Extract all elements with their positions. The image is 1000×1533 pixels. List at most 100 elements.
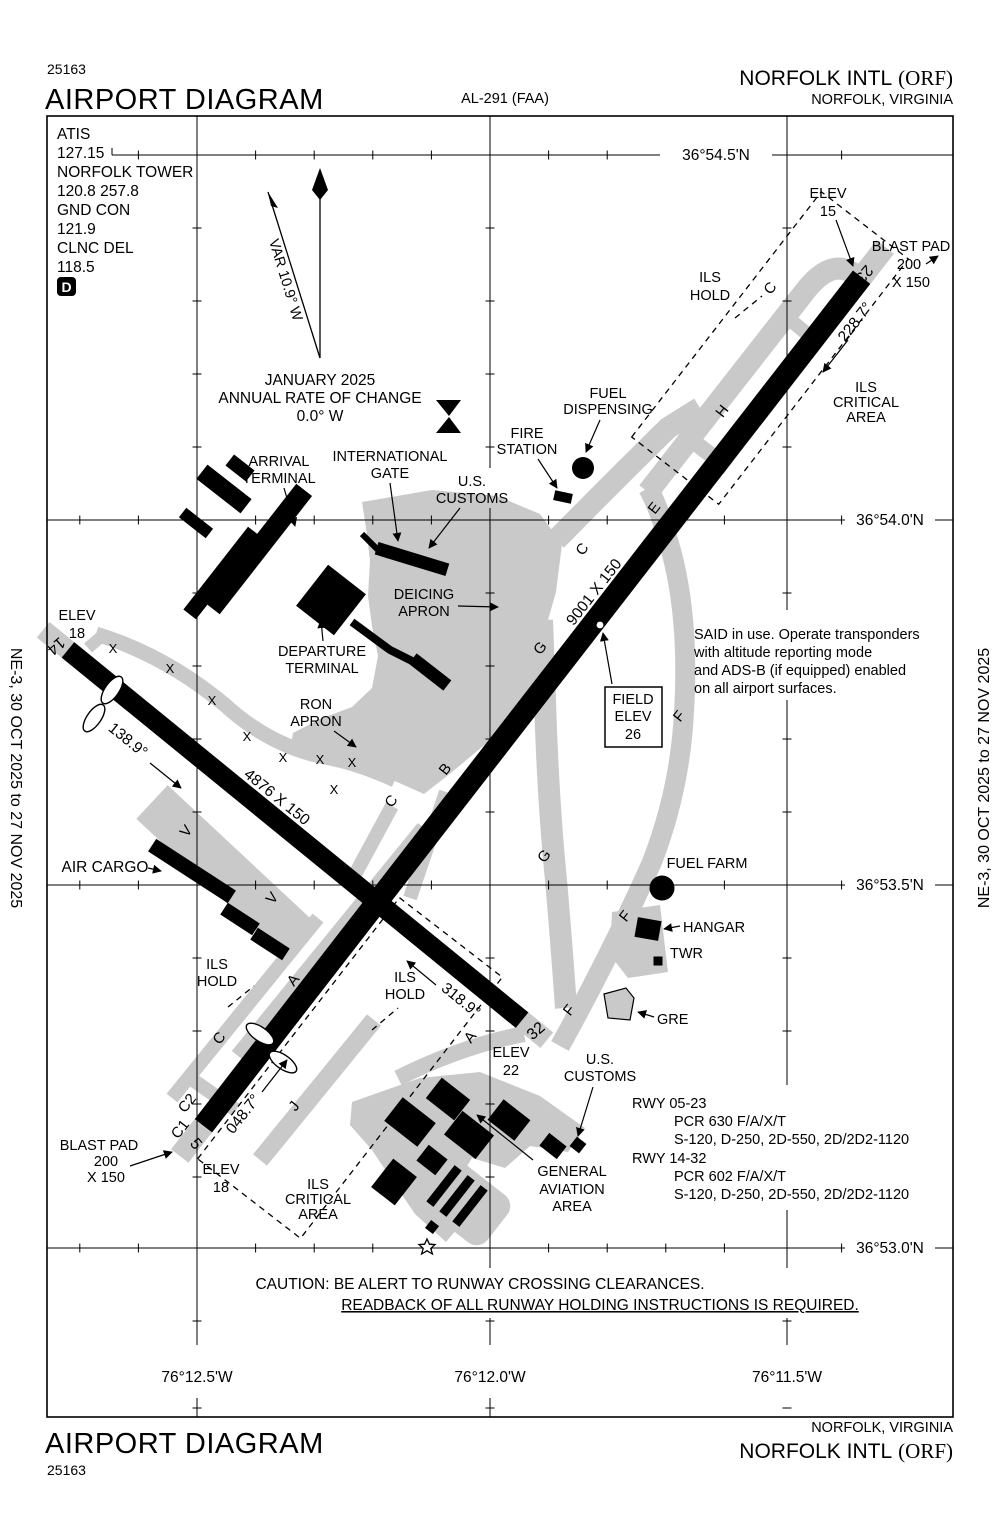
arrival-terminal-building [178,507,214,539]
twr-label: TWR [670,946,703,962]
taxiway-letter: C [760,279,780,298]
elev-23-label: ELEV [809,186,846,202]
runway-data-rwy1-strength: S-120, D-250, 2D-550, 2D/2D2-1120 [674,1132,909,1148]
general-aviation-leader [476,1114,534,1161]
heading-048-7-arrow [261,1059,288,1093]
us-customs-n-leader [428,507,461,549]
international-gate-building [374,541,450,577]
general-aviation-label3: AREA [552,1199,592,1215]
taxiway-c-northeast [639,257,873,499]
lon-label-3: 76°11.5'W [752,1369,822,1386]
comm-box: ATIS 127.15 NORFOLK TOWER 120.8 257.8 GN… [57,126,193,296]
atis-freq: 127.15 [57,145,104,162]
general-aviation-building [424,1219,440,1235]
us-customs-n-label2: CUSTOMS [436,491,508,507]
compass-rate-line: ANNUAL RATE OF CHANGE [218,390,421,407]
arrival-terminal-building [225,454,255,482]
d-atis-icon [57,277,76,296]
ils-hold-ne-label1: ILS [699,270,721,286]
taxiway-layer [36,240,894,1246]
closed-x-mark: X [279,750,288,765]
field-elev-leader [599,632,613,685]
lat-label-1: 36°54.5'N [682,147,750,164]
fuel-dispensing-leader [585,419,601,453]
blast-pad-05 [171,1119,212,1163]
arrival-terminal-label1: ARRIVAL [249,454,310,470]
taxiway-e [548,398,706,548]
elev-14-label: ELEV [58,608,95,624]
general-aviation-building [444,1110,494,1160]
ils-critical-sw-label1: ILS [307,1177,329,1193]
arrival-terminal-label2: TERMINAL [242,471,315,487]
fuel-farm-label: FUEL FARM [667,856,748,872]
ils-hold-ne-label2: HOLD [690,288,730,304]
said-note-line4: on all airport surfaces. [694,681,837,697]
elev-5-value: 18 [213,1180,229,1196]
gnd-freq: 121.9 [57,221,96,238]
taxiway-j [253,1014,381,1166]
tower-label: NORFOLK TOWER [57,164,193,181]
clnc-label: CLNC DEL [57,240,134,257]
lon-label-1: 76°12.5'W [161,1369,233,1386]
said-note-line2: with altitude reporting mode [693,645,872,661]
general-aviation-building [384,1097,436,1147]
runway-data-rwy2: RWY 14-32 [632,1151,706,1167]
hangar-label: HANGAR [683,920,745,936]
taxiway-c-mid-stub [345,802,399,884]
footer-procedure-number: 25163 [47,1462,86,1478]
hangar-leader [663,923,681,932]
blast-pad-ne-leader [925,255,939,265]
fuel-farm-tank [649,875,675,901]
blast-pad-sw-size1: 200 [94,1154,118,1170]
taxiway-letter: C [572,540,592,559]
taxiway-g [531,619,577,1009]
beacon-star [417,1237,437,1256]
air-cargo-building [250,927,290,961]
ils-critical-ne-label3: AREA [846,410,886,426]
air-cargo-building [220,902,260,936]
feature-labels: ELEV 15 BLAST PAD 200 X 150 ILS HOLD ILS… [58,186,950,1223]
magnetic-north-arrow [267,191,321,359]
runway-layer [61,270,871,1133]
airport-name: NORFOLK INTL(ORF) [739,66,953,90]
departure-terminal-building [296,564,366,636]
footer-airport-name: NORFOLK INTL(ORF) [739,1439,953,1463]
departure-terminal-label2: TERMINAL [285,661,358,677]
air-cargo-label: AIR CARGO [62,859,149,876]
us-customs-n-label1: U.S. [458,474,486,490]
footer-city: NORFOLK, VIRGINIA [811,1420,953,1436]
page-title: AIRPORT DIAGRAM [45,84,324,116]
gre-pad [603,987,635,1021]
runway-05-23 [194,270,871,1133]
map-border [46,115,954,1418]
caution-line2: READBACK OF ALL RUNWAY HOLDING INSTRUCTI… [341,1297,859,1314]
building-layer [148,454,675,1256]
closed-x-mark: X [348,755,357,770]
closed-x-mark: X [316,752,325,767]
elev-23-leader [835,219,855,267]
departure-terminal-leader [317,619,327,642]
lat-label-4: 36°53.0'N [856,1240,924,1257]
field-elev-value: 26 [625,727,641,743]
t-hangar-row [452,1185,488,1227]
general-aviation-building [487,1099,531,1141]
elev-32-value: 22 [503,1063,519,1079]
deicing-apron-label1: DEICING [394,587,454,603]
compass-rate-value: 0.0° W [297,408,344,425]
international-gate-leader [389,482,402,542]
closed-loop-symbol [268,1050,298,1074]
edge-date-right: NE-3, 30 OCT 2025 to 27 NOV 2025 [976,648,993,908]
variation-label: VAR 10.9° W [265,237,305,323]
closed-x-mark: X [243,729,252,744]
atis-label: ATIS [57,126,90,143]
hangar-building [634,917,662,941]
chart-ref: AL-291 (FAA) [461,91,549,107]
international-gate-label2: GATE [371,466,410,482]
footer-title: AIRPORT DIAGRAM [45,1428,324,1460]
blast-pad-ne-size1: 200 [897,257,921,273]
runway-32-end-tab [515,1012,554,1048]
deicing-apron-label2: APRON [398,604,450,620]
closed-loop-symbol [100,675,124,705]
